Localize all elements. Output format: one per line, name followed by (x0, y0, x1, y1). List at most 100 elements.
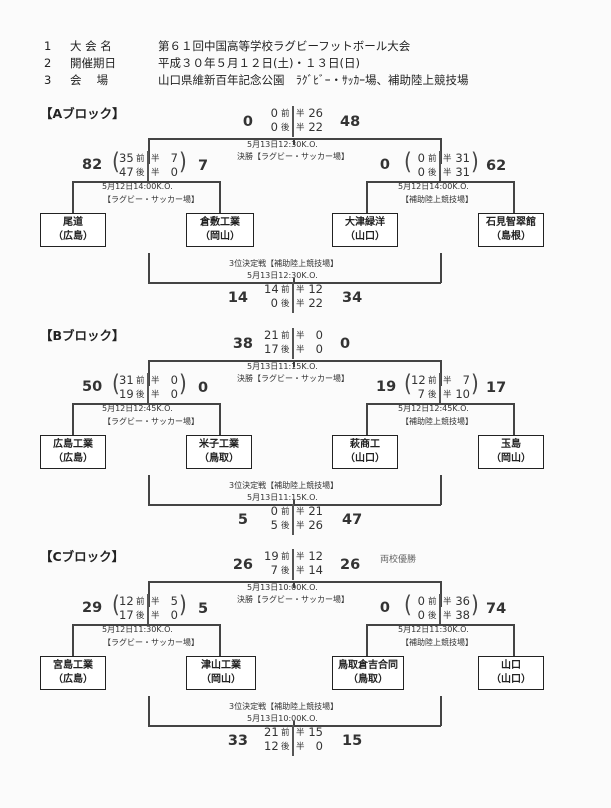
block-c-semiR-venue: 【補助陸上競技場】 (401, 638, 473, 647)
block-b-third-right-total: 47 (342, 512, 363, 528)
header-value-3: 山口県維新百年記念公園 ﾗｸﾞﾋﾞｰ・ｻｯｶｰ場、補助陸上競技場 (158, 73, 469, 87)
block-b-semiL-venue: 【ラグビー・サッカー場】 (103, 417, 199, 426)
block-c-note: 両校優勝 (380, 555, 417, 565)
block-c-final-right-drop (440, 581, 442, 607)
block-c-semiL-left-h1-score: 12 (119, 594, 134, 608)
block-c-semiR-left-total: 0 (379, 600, 390, 616)
block-c-final-half-label-2: 半 (296, 565, 305, 576)
block-c-third-divider (292, 725, 294, 756)
block-b-third-center-tick (293, 500, 295, 504)
block-a-third-divider (292, 282, 294, 313)
header-num-2: 2 (44, 56, 52, 70)
block-a-team-3: 大津緑洋（山口） (332, 213, 398, 247)
block-c-team-2-prefecture: （岡山） (201, 674, 241, 685)
block-a-team-4: 石見智翠館（島根） (478, 213, 544, 247)
block-c-semiL-half-label-1: 半 (151, 597, 160, 607)
block-b-final-first-label: 前 (281, 331, 290, 341)
block-c-semiL-left-total: 29 (82, 600, 103, 616)
block-c-team-4-prefecture: （山口） (491, 674, 531, 685)
block-a-team-4-prefecture: （島根） (491, 231, 531, 242)
header-value-1: 第６１回中国高等学校ラグビーフットボール大会 (158, 39, 411, 53)
block-c-third-time: 5月13日10:00K.O. (247, 714, 318, 723)
block-b-semiL-first-label: 前 (136, 376, 145, 386)
block-b-semiR-left-drop (366, 403, 368, 435)
block-c-team-2: 津山工業（岡山） (186, 656, 256, 690)
block-c-semiR-right-h1-score: 36 (455, 594, 470, 608)
block-a-team-2-prefecture: （岡山） (200, 231, 240, 242)
block-c-semiR-right-h2-score: 38 (455, 607, 470, 622)
block-c-final-right-h1-score: 12 (308, 549, 323, 563)
block-b-team-2-prefecture: （鳥取） (199, 453, 239, 464)
block-c-team-1-name: 宮島工業 (53, 659, 93, 671)
block-b-third-right-line (440, 475, 442, 505)
block-c-third-left-line (148, 696, 150, 726)
block-a-semiL-left-h2-score: 47 (119, 164, 134, 179)
block-a-semiR-first-label: 前 (428, 154, 437, 164)
block-a-semiL-first-label: 前 (136, 154, 145, 164)
block-b-final-left-total: 38 (232, 336, 253, 352)
block-b-final-left-h1-score: 21 (264, 328, 279, 342)
block-c-semiL-left-drop (72, 624, 74, 656)
block-b-semiL-divider (147, 373, 149, 404)
block-c-team-3-name: 鳥取倉吉合同 (338, 659, 398, 671)
block-c-semiL-right-h1-score: 5 (170, 594, 178, 608)
header-label-1: 大 会 名 (70, 39, 112, 53)
block-b-final-half-label-1: 半 (296, 331, 305, 341)
block-b-third-left-line (148, 475, 150, 505)
block-a-final-half-label-2: 半 (296, 122, 305, 133)
block-b-third-time: 5月13日11:15K.O. (247, 493, 318, 502)
block-c-semiL-left-h2-score: 17 (119, 607, 134, 622)
block-c-semiL-left-paren: ( (112, 590, 120, 618)
block-c-third-bottom-line (148, 725, 441, 727)
block-a-semiL-right-h2-score: 0 (170, 164, 178, 179)
block-a-team-2: 倉敷工業 （岡山） (186, 213, 254, 247)
block-b-semiR-first-label: 前 (428, 376, 437, 386)
block-b-semiR-left-h2-score: 7 (417, 386, 425, 401)
block-a-third-venue: 3位決定戦【補助陸上競技場】 (229, 259, 339, 268)
block-a-team-3-name: 大津緑洋 (345, 216, 385, 228)
block-b-third-right-h1-score: 21 (308, 504, 323, 518)
block-b-final-right-drop (440, 360, 442, 386)
block-a-final-left-drop (148, 138, 150, 164)
block-a-semiR-left-h1-score: 0 (417, 151, 425, 165)
block-c-final-right-h2-score: 14 (308, 562, 323, 577)
block-a-semiR-right-total: 62 (486, 158, 507, 174)
block-b-third-left-total: 5 (237, 512, 248, 528)
block-c-semiR-divider (439, 594, 441, 625)
block-a-title: 【Aブロック】 (40, 106, 125, 121)
block-b-team-1-name: 広島工業 (53, 438, 93, 450)
block-b-final-second-label: 後 (281, 344, 290, 355)
block-c-third-right-line (440, 696, 442, 726)
block-c-semiL-time: 5月12日11:30K.O. (102, 625, 173, 634)
block-a-final-right-total: 48 (340, 114, 361, 130)
block-b-final-time: 5月13日11:15K.O. (247, 362, 318, 371)
block-c-semiL-right-h2-score: 0 (170, 607, 178, 622)
block-a-semiL-right-total: 7 (198, 158, 209, 174)
header-label-3: 会 場 (70, 73, 109, 87)
block-a-semiL-venue: 【ラグビー・サッカー場】 (103, 195, 199, 204)
block-c-team-1: 宮島工業（広島） (40, 656, 106, 690)
block-b-third-right-h2-score: 26 (308, 517, 323, 532)
block-a-semiR-second-label: 後 (428, 167, 437, 178)
block-c-third-right-total: 15 (342, 733, 363, 749)
block-a-semiR-right-h1-score: 31 (455, 151, 470, 165)
block-b-semiL-left-h2-score: 19 (119, 386, 134, 401)
block-b-team-4: 玉島（岡山） (478, 435, 544, 469)
block-b-third-left-h2-score: 5 (270, 517, 278, 532)
block-c-third-left-total: 33 (227, 733, 248, 749)
block-b-semiL-time: 5月12日12:45K.O. (102, 404, 173, 413)
block-c-final-venue: 決勝【ラグビー・サッカー場】 (237, 595, 349, 604)
block-a-team-2-name: 倉敷工業 (200, 216, 240, 228)
block-b-semiR-half-label-1: 半 (443, 376, 452, 386)
block-c-third-second-label: 後 (281, 741, 290, 752)
block-b-semiR-line (366, 403, 514, 405)
block-a-third-left-h2-score: 0 (270, 295, 278, 310)
block-b-semiL-half-label-2: 半 (151, 389, 160, 400)
block-b-semiR-right-h2-score: 10 (455, 386, 470, 401)
block-a-semiR-line (366, 181, 514, 183)
header-num-3: 3 (44, 73, 52, 87)
block-b-final-left-drop (148, 360, 150, 386)
block-a-third-right-total: 34 (342, 290, 363, 306)
block-a-semiL-second-label: 後 (136, 167, 145, 178)
block-b-semiR-left-total: 19 (376, 379, 397, 395)
